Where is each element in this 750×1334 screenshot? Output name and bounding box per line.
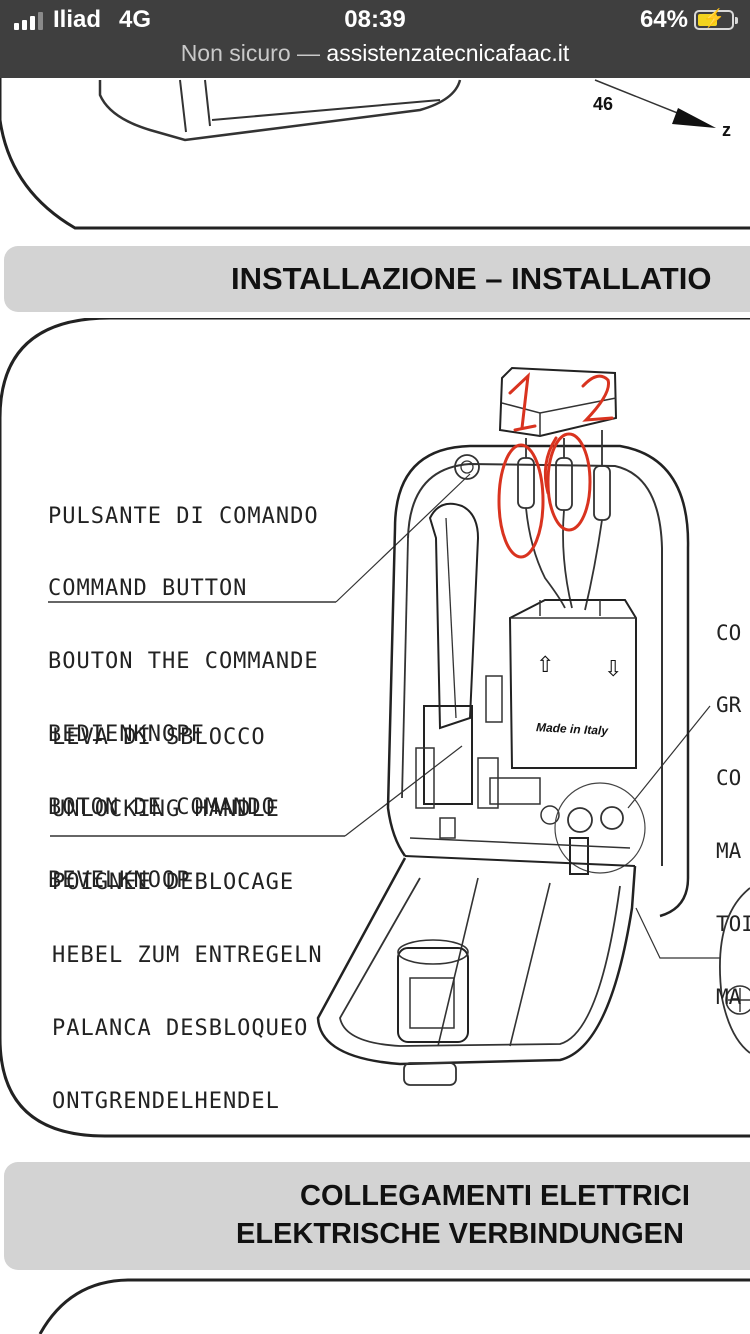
right-caption: CO GR CO MA TOI MA	[716, 572, 750, 1058]
caption-line: BEDIENKNOPF	[48, 722, 205, 748]
caption-line: HEBEL ZUM ENTREGELN	[52, 943, 323, 969]
dimension-label: 46	[593, 94, 614, 114]
arrow-up-icon: ⇧	[536, 652, 555, 677]
insecure-label: Non sicuro —	[180, 40, 321, 66]
unlocking-handle-caption: LEVA DI SBLOCCO UNLOCKING HANDLE POIGNEE…	[52, 677, 323, 1163]
caption-line: UNLOCKING HANDLE	[52, 797, 280, 823]
signal-icon	[14, 10, 43, 30]
section-title-line2: ELEKTRISCHE VERBINDUNGEN	[236, 1218, 684, 1250]
arrow-down-icon: ⇩	[604, 656, 623, 681]
axis-label: z	[722, 120, 731, 140]
carrier-name: Iliad	[53, 6, 102, 33]
caption-line: MA	[716, 839, 742, 864]
section-title: INSTALLAZIONE – INSTALLATIO	[231, 261, 712, 296]
caption-line: CO	[716, 620, 742, 645]
caption-line: BEVELKNOOP	[48, 868, 191, 894]
caption-line: BOTON DE COMANDO	[48, 795, 276, 821]
caption-line: ONTGRENDELHENDEL	[52, 1089, 280, 1115]
section-banner-electrical: COLLEGAMENTI ELETTRICI ELEKTRISCHE VERBI…	[4, 1162, 750, 1270]
caption-line: LEVA DI SBLOCCO	[52, 724, 266, 750]
section-title-line1: COLLEGAMENTI ELETTRICI	[300, 1180, 690, 1212]
address-bar[interactable]: Non sicuro — assistenzatecnicafaac.it	[0, 40, 750, 67]
battery-percent: 64%	[639, 6, 688, 33]
next-figure-frame	[38, 1278, 750, 1334]
caption-line: TOI	[716, 912, 750, 937]
url-domain: assistenzatecnicafaac.it	[326, 40, 570, 66]
caption-line: PALANCA DESBLOQUEO	[52, 1016, 309, 1042]
caption-line: PULSANTE DI COMANDO	[48, 503, 319, 529]
section-banner-installation: INSTALLAZIONE – INSTALLATIO	[4, 246, 750, 312]
carrier-info: Iliad 4G	[14, 6, 151, 34]
network-type: 4G	[119, 6, 152, 33]
caption-line: CO	[716, 766, 742, 791]
browser-top-bar: Iliad 4G 08:39 64% ⚡ Non sicuro — assist…	[0, 0, 750, 78]
top-figure	[0, 78, 750, 230]
battery-status: 64% ⚡	[639, 6, 738, 34]
clock: 08:39	[344, 6, 406, 33]
command-button-caption: PULSANTE DI COMANDO COMMAND BUTTON BOUTO…	[48, 456, 319, 942]
caption-line: GR	[716, 693, 742, 718]
caption-line: BOUTON THE COMMANDE	[48, 649, 319, 675]
installation-figure	[0, 318, 750, 1138]
battery-charging-icon: ⚡	[694, 8, 738, 30]
caption-line: COMMAND BUTTON	[48, 576, 248, 602]
caption-line: POIGNEE DEBLOCAGE	[52, 870, 295, 896]
caption-line: MA	[716, 985, 742, 1010]
